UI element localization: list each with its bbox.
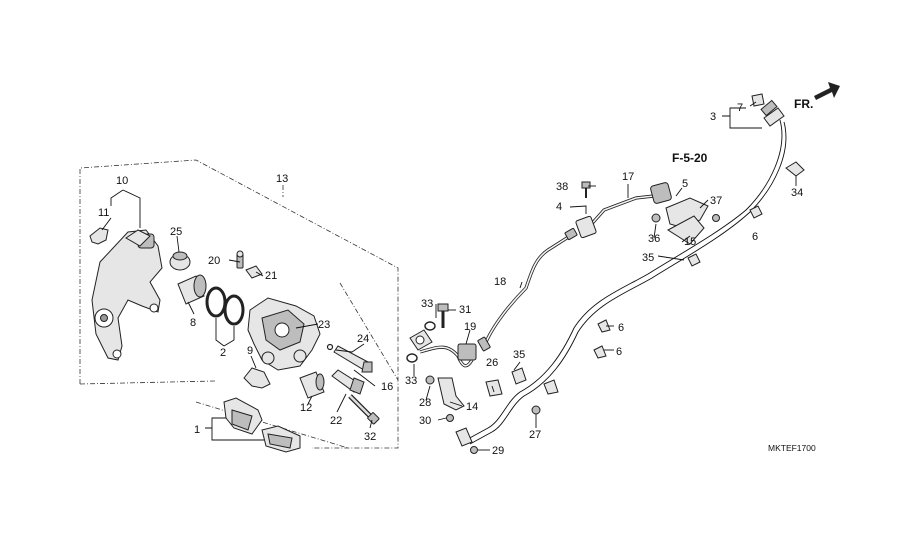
bolt [651, 213, 720, 223]
callout-16: 16 [381, 381, 393, 393]
catalog-code: MKTEF1700 [768, 443, 816, 453]
caliper-pin [331, 369, 365, 395]
callout-2: 2 [220, 347, 226, 359]
bolt [531, 405, 541, 415]
callout-32: 32 [364, 431, 376, 443]
callout-37: 37 [710, 195, 722, 207]
rear-brake-hose [477, 227, 578, 352]
part-callouts: 10 11 25 20 21 8 2 9 23 24 16 12 22 32 1… [98, 97, 816, 457]
pad-retainer [243, 367, 271, 389]
callout-6-mid: 6 [618, 322, 624, 334]
reference-label: F-5-20 [672, 151, 708, 165]
callout-30: 30 [419, 415, 431, 427]
callout-5: 5 [682, 178, 688, 190]
callout-28: 28 [419, 397, 431, 409]
front-direction-arrow [814, 82, 840, 100]
caliper-assembly-boundary [79, 159, 399, 449]
cable-grommet [785, 161, 805, 177]
callout-35-upper: 35 [642, 252, 654, 264]
callout-11: 11 [98, 207, 109, 219]
bleeder-cap [245, 265, 263, 279]
callout-3: 3 [710, 111, 716, 123]
caliper-piston [177, 274, 207, 305]
callout-23: 23 [318, 319, 330, 331]
callout-13: 13 [276, 173, 288, 185]
callout-17: 17 [622, 171, 634, 183]
bolt [425, 375, 435, 385]
banjo-bolt [437, 303, 449, 328]
slide-pin-boot [299, 371, 325, 399]
banjo-hose [409, 329, 477, 368]
sensor-holder [751, 93, 765, 107]
callout-24: 24 [357, 333, 369, 345]
brake-pads [223, 397, 301, 453]
hose-stay [437, 377, 465, 411]
bleeder-screw [236, 250, 244, 269]
sealing-washer [424, 321, 436, 331]
callout-21: 21 [265, 270, 277, 282]
bolt [581, 181, 591, 198]
hose-guide [667, 215, 705, 245]
callout-6-right: 6 [752, 231, 758, 243]
callout-6-low: 6 [616, 346, 622, 358]
callout-33-upper: 33 [421, 298, 433, 310]
callout-9: 9 [247, 345, 253, 357]
callout-4: 4 [556, 201, 562, 213]
callout-8: 8 [190, 317, 196, 329]
pad-spring-clip [89, 227, 109, 245]
slide-pin [333, 345, 373, 373]
callout-27: 27 [529, 429, 541, 441]
caliper-bracket [91, 229, 163, 361]
callout-36: 36 [648, 233, 660, 245]
callout-20: 20 [208, 255, 220, 267]
cable-clamp [485, 205, 763, 397]
o-ring [326, 343, 334, 351]
callout-25: 25 [170, 226, 182, 238]
callout-29: 29 [492, 445, 504, 457]
callout-22: 22 [330, 415, 342, 427]
callout-38: 38 [556, 181, 568, 193]
callout-18: 18 [494, 276, 506, 288]
callout-33-lower: 33 [405, 375, 417, 387]
pin-boot [169, 251, 191, 271]
front-marker: FR. [794, 97, 813, 111]
callout-26: 26 [486, 357, 498, 369]
callout-14: 14 [466, 401, 478, 413]
pin-bolt [348, 394, 380, 425]
bolt [446, 414, 454, 422]
brake-pipe-joint [575, 182, 672, 239]
wheel-speed-sensor-cable [455, 99, 787, 447]
callout-7: 7 [737, 102, 743, 114]
bolt [470, 446, 478, 454]
caliper-body [247, 297, 321, 371]
callout-1: 1 [194, 424, 200, 436]
callout-10: 10 [116, 175, 128, 187]
callout-35-lower: 35 [513, 349, 525, 361]
callout-12: 12 [300, 402, 312, 414]
callout-19: 19 [464, 321, 476, 333]
leader-lines [101, 101, 797, 451]
callout-31: 31 [459, 304, 471, 316]
callout-34-text: 34 [791, 187, 803, 199]
callout-15: 15 [684, 236, 696, 248]
sealing-washer [406, 353, 418, 363]
piston-seals [205, 286, 245, 326]
